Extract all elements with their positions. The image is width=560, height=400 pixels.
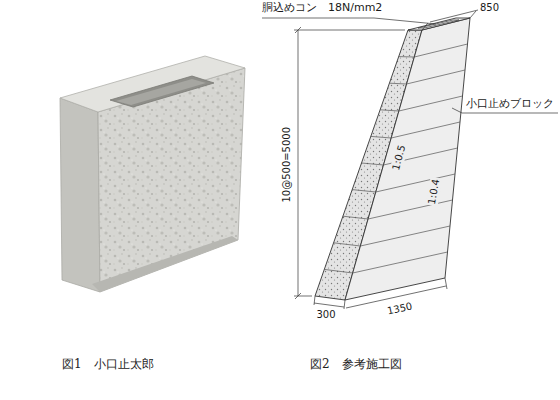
dimension: 300 (316, 309, 335, 321)
course-line (391, 122, 460, 138)
dimension: 1350 (385, 301, 414, 318)
course-line (414, 44, 467, 57)
dimension: 10@500=5000 (281, 126, 293, 204)
part-name: 小口止めブロック (466, 97, 554, 109)
course-line (371, 136, 391, 138)
course-line (389, 83, 406, 85)
wall-drawing (315, 18, 470, 300)
course-line (362, 163, 384, 165)
dimension: 850 (480, 2, 499, 14)
course-line (376, 174, 455, 192)
slope-ratio: 1:0.5 (390, 143, 408, 173)
block-photo (60, 56, 245, 292)
course-line (324, 269, 352, 273)
dimension-lines (294, 10, 478, 309)
course-line (360, 226, 450, 246)
course-line (343, 216, 368, 219)
course-line (353, 252, 448, 273)
course-line (380, 110, 399, 111)
course-line (334, 243, 361, 246)
course-line (368, 200, 452, 219)
leader-lines (262, 18, 558, 113)
course-line (399, 56, 415, 57)
course-line (407, 70, 465, 84)
figure-caption: 図1 小口止太郎 (62, 358, 154, 372)
course-line (352, 190, 376, 192)
material-note: 胴込めコン 18N/mm2 (262, 2, 382, 15)
figure-caption: 図2 参考施工図 (310, 358, 402, 372)
slope-ratio: 1:0.4 (426, 177, 442, 206)
